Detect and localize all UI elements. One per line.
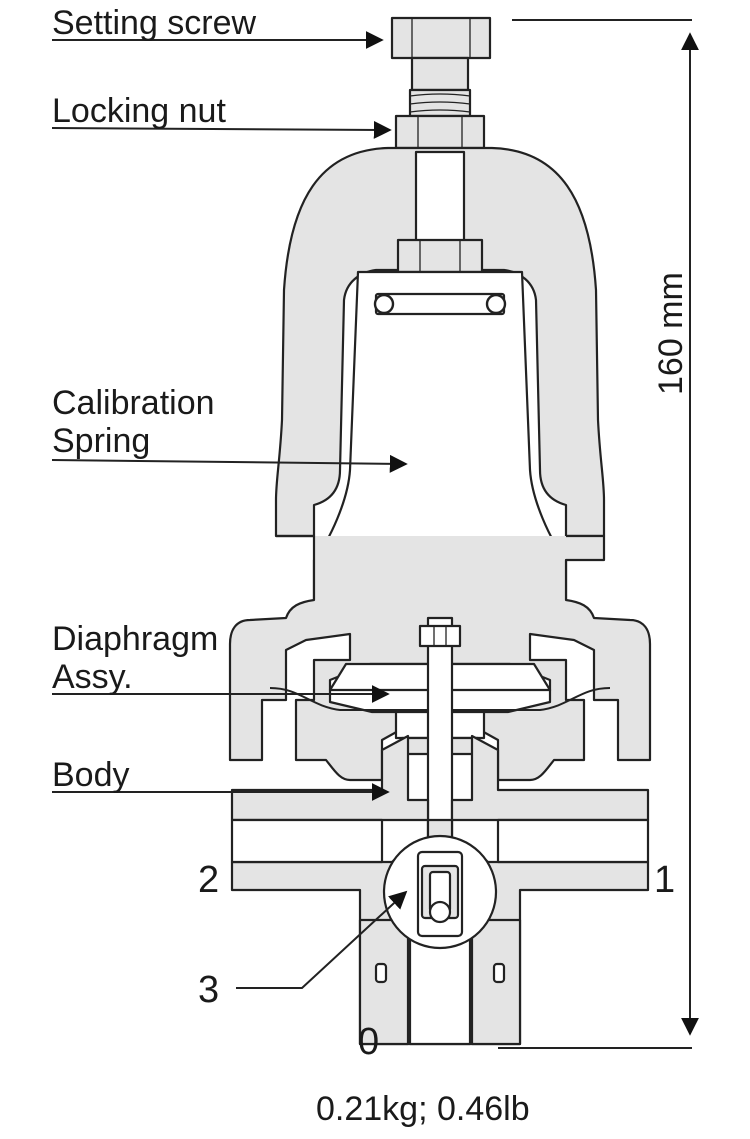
label-calibration: Calibration: [52, 384, 215, 422]
label-locking-nut: Locking nut: [52, 92, 226, 130]
label-setting-screw: Setting screw: [52, 4, 257, 42]
height-dimension: [498, 19, 699, 1049]
setting-screw-stem: [408, 88, 472, 118]
label-assy: Assy.: [52, 658, 133, 696]
port-label-valve: 3: [198, 969, 219, 1011]
spring-plate-upper: [373, 292, 507, 316]
locking-nut: [394, 114, 486, 150]
leader-lines: [51, 31, 408, 989]
label-spring: Spring: [52, 422, 150, 460]
label-diaphragm: Diaphragm: [52, 620, 218, 658]
port-label-inlet: 1: [654, 859, 675, 901]
port-label-outlet: 2: [198, 859, 219, 901]
label-body: Body: [52, 756, 130, 794]
weight-label: 0.21kg; 0.46lb: [316, 1090, 530, 1128]
port-label-bottom: 0: [358, 1021, 379, 1063]
valve-seat-detail: [382, 834, 498, 950]
setting-screw: [390, 16, 492, 92]
height-dimension-label: 160 mm: [652, 272, 690, 395]
